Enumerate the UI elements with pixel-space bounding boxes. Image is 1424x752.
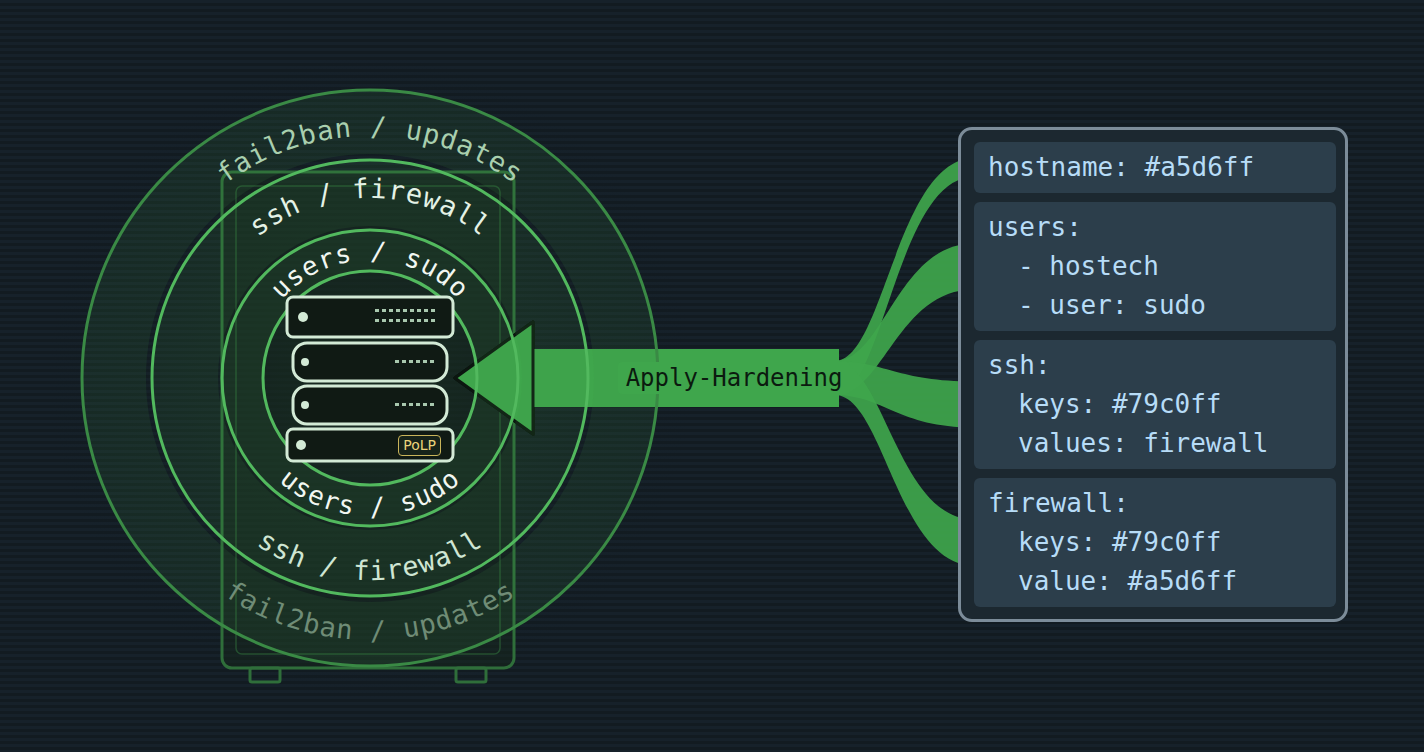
server-led [301, 401, 309, 409]
ring-label: users / sudo [265, 236, 476, 304]
vent-dot [382, 309, 386, 312]
vent-dot [431, 309, 435, 312]
server-icon: PoLP [285, 293, 455, 463]
vent-dot [424, 319, 428, 322]
config-value: keys: #79c0ff [988, 523, 1324, 562]
vent-dot [389, 309, 393, 312]
vent-dot [375, 309, 379, 312]
vent-dot [423, 403, 427, 406]
vent-dot [410, 309, 414, 312]
server-unit [293, 386, 447, 424]
ring-band [114, 122, 626, 634]
config-key: firewall: [988, 484, 1324, 523]
config-key: ssh: [988, 346, 1324, 385]
config-value: - hostech [988, 247, 1324, 286]
vent-dot [403, 319, 407, 322]
ring-band [185, 193, 555, 563]
config-value: values: firewall [988, 424, 1324, 463]
config-section: hostname: #a5d6ff [974, 142, 1336, 193]
config-value: value: #a5d6ff [988, 562, 1324, 601]
arrow-ribbon [835, 361, 974, 566]
config-section: ssh:keys: #79c0ffvalues: firewall [974, 340, 1336, 469]
ring-line [82, 90, 658, 666]
config-key: hostname: #a5d6ff [988, 148, 1324, 187]
ring-line [263, 271, 477, 485]
arrow-label: Apply-Hardening [618, 362, 851, 394]
config-key: users: [988, 208, 1324, 247]
config-value: - user: sudo [988, 286, 1324, 325]
vent-dot [389, 319, 393, 322]
vent-dot [416, 360, 420, 363]
server-led [296, 440, 306, 450]
vent-dot [430, 360, 434, 363]
vent-dot [395, 360, 399, 363]
config-section: firewall:keys: #79c0ffvalue: #a5d6ff [974, 478, 1336, 607]
ring-line [152, 160, 588, 596]
vent-dot [410, 319, 414, 322]
vent-dot [402, 403, 406, 406]
badge-label: PoLP [398, 435, 441, 456]
vent-dot [395, 403, 399, 406]
vent-dot [417, 309, 421, 312]
arrow-ribbon [835, 158, 974, 395]
middle-ring: ssh / firewallssh / firewallusers / sudo… [150, 158, 590, 598]
vent-dot [396, 309, 400, 312]
config-section: users:- hostech- user: sudo [974, 202, 1336, 331]
vent-dot [431, 319, 435, 322]
ring-line [222, 230, 518, 526]
vent-dot [416, 403, 420, 406]
vent-dot [402, 360, 406, 363]
ring-label: ssh / firewall [253, 524, 487, 586]
outer-ring: fail2ban / updatesfail2ban / updatesssh … [80, 88, 660, 668]
vent-dot [409, 403, 413, 406]
vent-dot [375, 319, 379, 322]
inner-ring: users / sudousers / sudoPoLP [220, 228, 520, 528]
vent-dot [430, 403, 434, 406]
server-unit [287, 297, 453, 337]
server-unit [293, 343, 447, 381]
vent-dot [382, 319, 386, 322]
vent-dot [396, 319, 400, 322]
server-led [301, 358, 309, 366]
vent-dot [403, 309, 407, 312]
server-unit [287, 429, 453, 461]
vent-dot [417, 319, 421, 322]
ring-label: users / sudo [275, 463, 466, 523]
server-led [298, 312, 308, 322]
vent-dot [423, 360, 427, 363]
vent-dot [409, 360, 413, 363]
config-value: keys: #79c0ff [988, 385, 1324, 424]
vent-dot [424, 309, 428, 312]
